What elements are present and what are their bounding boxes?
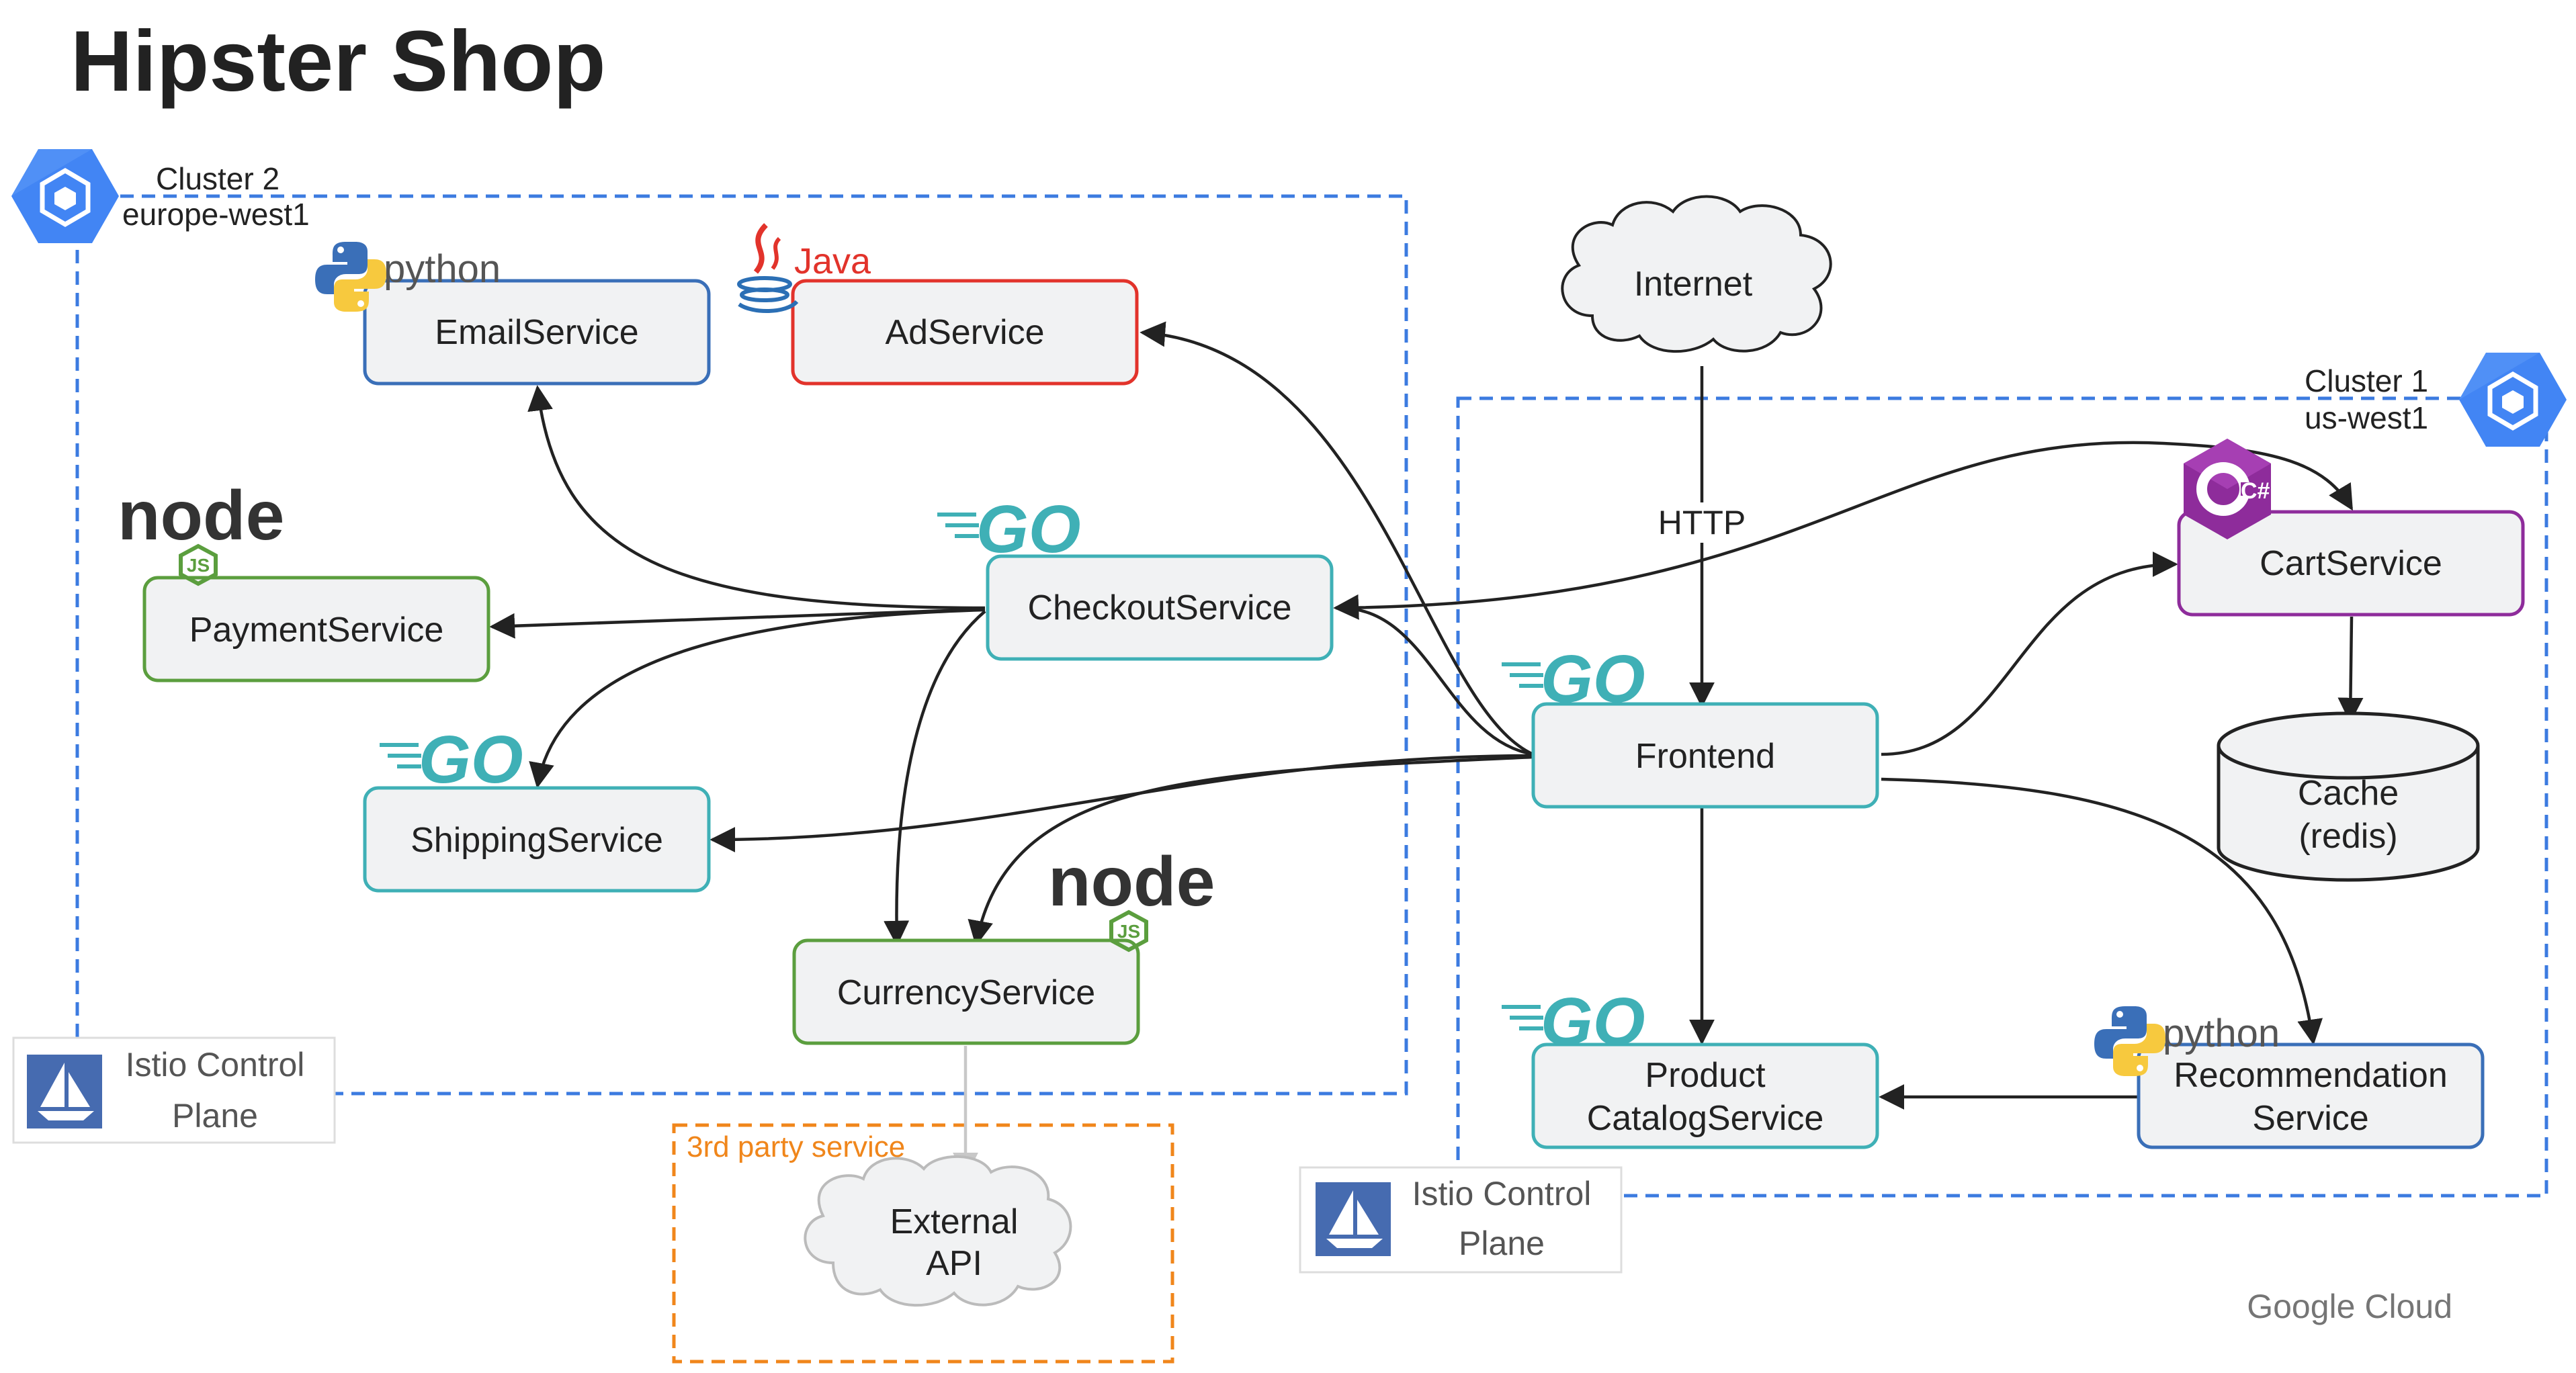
edge-checkout-currency: [884, 610, 986, 946]
istio-label: Istio Control: [126, 1046, 305, 1083]
service-cart[interactable]: CartService: [2177, 510, 2525, 617]
external-api-label: External: [890, 1202, 1019, 1241]
istio-label: Istio Control: [1412, 1175, 1592, 1212]
python-logo-icon: python: [315, 242, 501, 312]
edge-checkout-payment: [489, 607, 986, 639]
cluster2-name: Cluster 2: [156, 161, 280, 196]
service-ad[interactable]: AdService: [791, 279, 1139, 386]
node-wordmark: node: [118, 477, 284, 555]
java-logo-icon: Java: [737, 223, 871, 313]
edges: [489, 321, 2364, 1110]
csharp-wordmark: C#: [2241, 478, 2270, 504]
service-label: Frontend: [1635, 737, 1775, 776]
node-wordmark: node: [1048, 843, 1215, 921]
node-js-badge: JS: [1117, 921, 1140, 942]
go-wordmark: GO: [419, 722, 523, 797]
http-label-backdrop: [1653, 502, 1750, 543]
go-logo-icon: GO: [1502, 984, 1645, 1059]
service-payment[interactable]: PaymentService: [142, 576, 490, 682]
python-wordmark: python: [2163, 1012, 2280, 1055]
cache-label: Cache: [2298, 774, 2399, 813]
service-shipping[interactable]: ShippingService: [363, 786, 711, 893]
istio-control-plane: Istio Control Plane: [1299, 1166, 1623, 1274]
service-label: CurrencyService: [837, 973, 1095, 1012]
service-label: ShippingService: [411, 821, 663, 860]
nodejs-logo-icon: node JS: [1048, 843, 1215, 953]
kubernetes-engine-icon: [11, 149, 119, 243]
internet-label: Internet: [1634, 265, 1753, 304]
cache-label: (redis): [2299, 817, 2397, 856]
node-js-badge: JS: [187, 555, 210, 576]
cluster1-region: us-west1: [2305, 400, 2428, 435]
go-wordmark: GO: [976, 492, 1081, 567]
google-cloud-branding: Google Cloud: [2247, 1288, 2452, 1325]
python-wordmark: python: [384, 247, 501, 291]
service-checkout[interactable]: CheckoutService: [986, 554, 1334, 661]
kubernetes-engine-icon: [2459, 353, 2567, 447]
istio-label: Plane: [1459, 1225, 1545, 1262]
edge-checkout-email: [527, 385, 986, 610]
service-label: CheckoutService: [1027, 588, 1291, 627]
service-label: CartService: [2260, 544, 2442, 583]
service-email[interactable]: EmailService: [363, 279, 711, 386]
edge-frontend-shipping: [710, 754, 1534, 852]
edge-cart-cache: [2337, 616, 2364, 723]
external-api-label: API: [926, 1244, 982, 1283]
service-label: PaymentService: [189, 611, 444, 650]
go-logo-icon: GO: [380, 722, 523, 797]
istio-control-plane: Istio Control Plane: [12, 1036, 336, 1144]
http-label: HTTP: [1658, 504, 1746, 541]
third-party-label: 3rd party service: [687, 1131, 905, 1163]
nodejs-logo-icon: node JS: [118, 477, 284, 586]
service-label: Recommendation: [2174, 1056, 2448, 1095]
service-productcatalog[interactable]: Product CatalogService: [1531, 1043, 1879, 1149]
go-logo-icon: GO: [1502, 641, 1645, 717]
service-label: EmailService: [435, 313, 638, 352]
cluster1-boundary: [1456, 396, 2548, 1198]
third-party-boundary: [672, 1123, 1174, 1364]
service-label: CatalogService: [1587, 1099, 1824, 1138]
page-title: Hipster Shop: [71, 13, 606, 109]
external-api-cloud: External API: [804, 1155, 1072, 1307]
csharp-logo-icon: C#: [2184, 439, 2271, 539]
cache-redis[interactable]: Cache (redis): [2217, 711, 2480, 882]
python-logo-icon: python: [2094, 1006, 2280, 1076]
edge-frontend-cart: [1881, 551, 2178, 756]
service-frontend[interactable]: Frontend: [1531, 702, 1879, 809]
java-wordmark: Java: [794, 241, 871, 281]
service-label: Service: [2252, 1099, 2368, 1138]
cluster1-name: Cluster 1: [2305, 363, 2428, 398]
edge-checkout-shipping: [529, 608, 986, 789]
edge-frontend-currency: [968, 755, 1534, 946]
istio-label: Plane: [172, 1097, 258, 1135]
service-recommendation[interactable]: Recommendation Service: [2137, 1043, 2485, 1149]
service-label: Product: [1645, 1056, 1766, 1095]
service-currency[interactable]: CurrencyService: [792, 938, 1140, 1045]
go-wordmark: GO: [1541, 984, 1645, 1059]
service-label: AdService: [886, 313, 1045, 352]
internet-cloud: Internet: [1561, 195, 1832, 353]
go-wordmark: GO: [1541, 641, 1645, 717]
edge-frontend-ad: [1140, 321, 1534, 756]
edge-checkout-cart: [1335, 441, 2353, 610]
cluster2-boundary: [75, 194, 1408, 1096]
edge-frontend-checkout: [1333, 594, 1534, 756]
edge-frontend-recommendation: [1881, 777, 2323, 1045]
cluster2-region: europe-west1: [122, 197, 310, 232]
go-logo-icon: GO: [937, 492, 1081, 567]
